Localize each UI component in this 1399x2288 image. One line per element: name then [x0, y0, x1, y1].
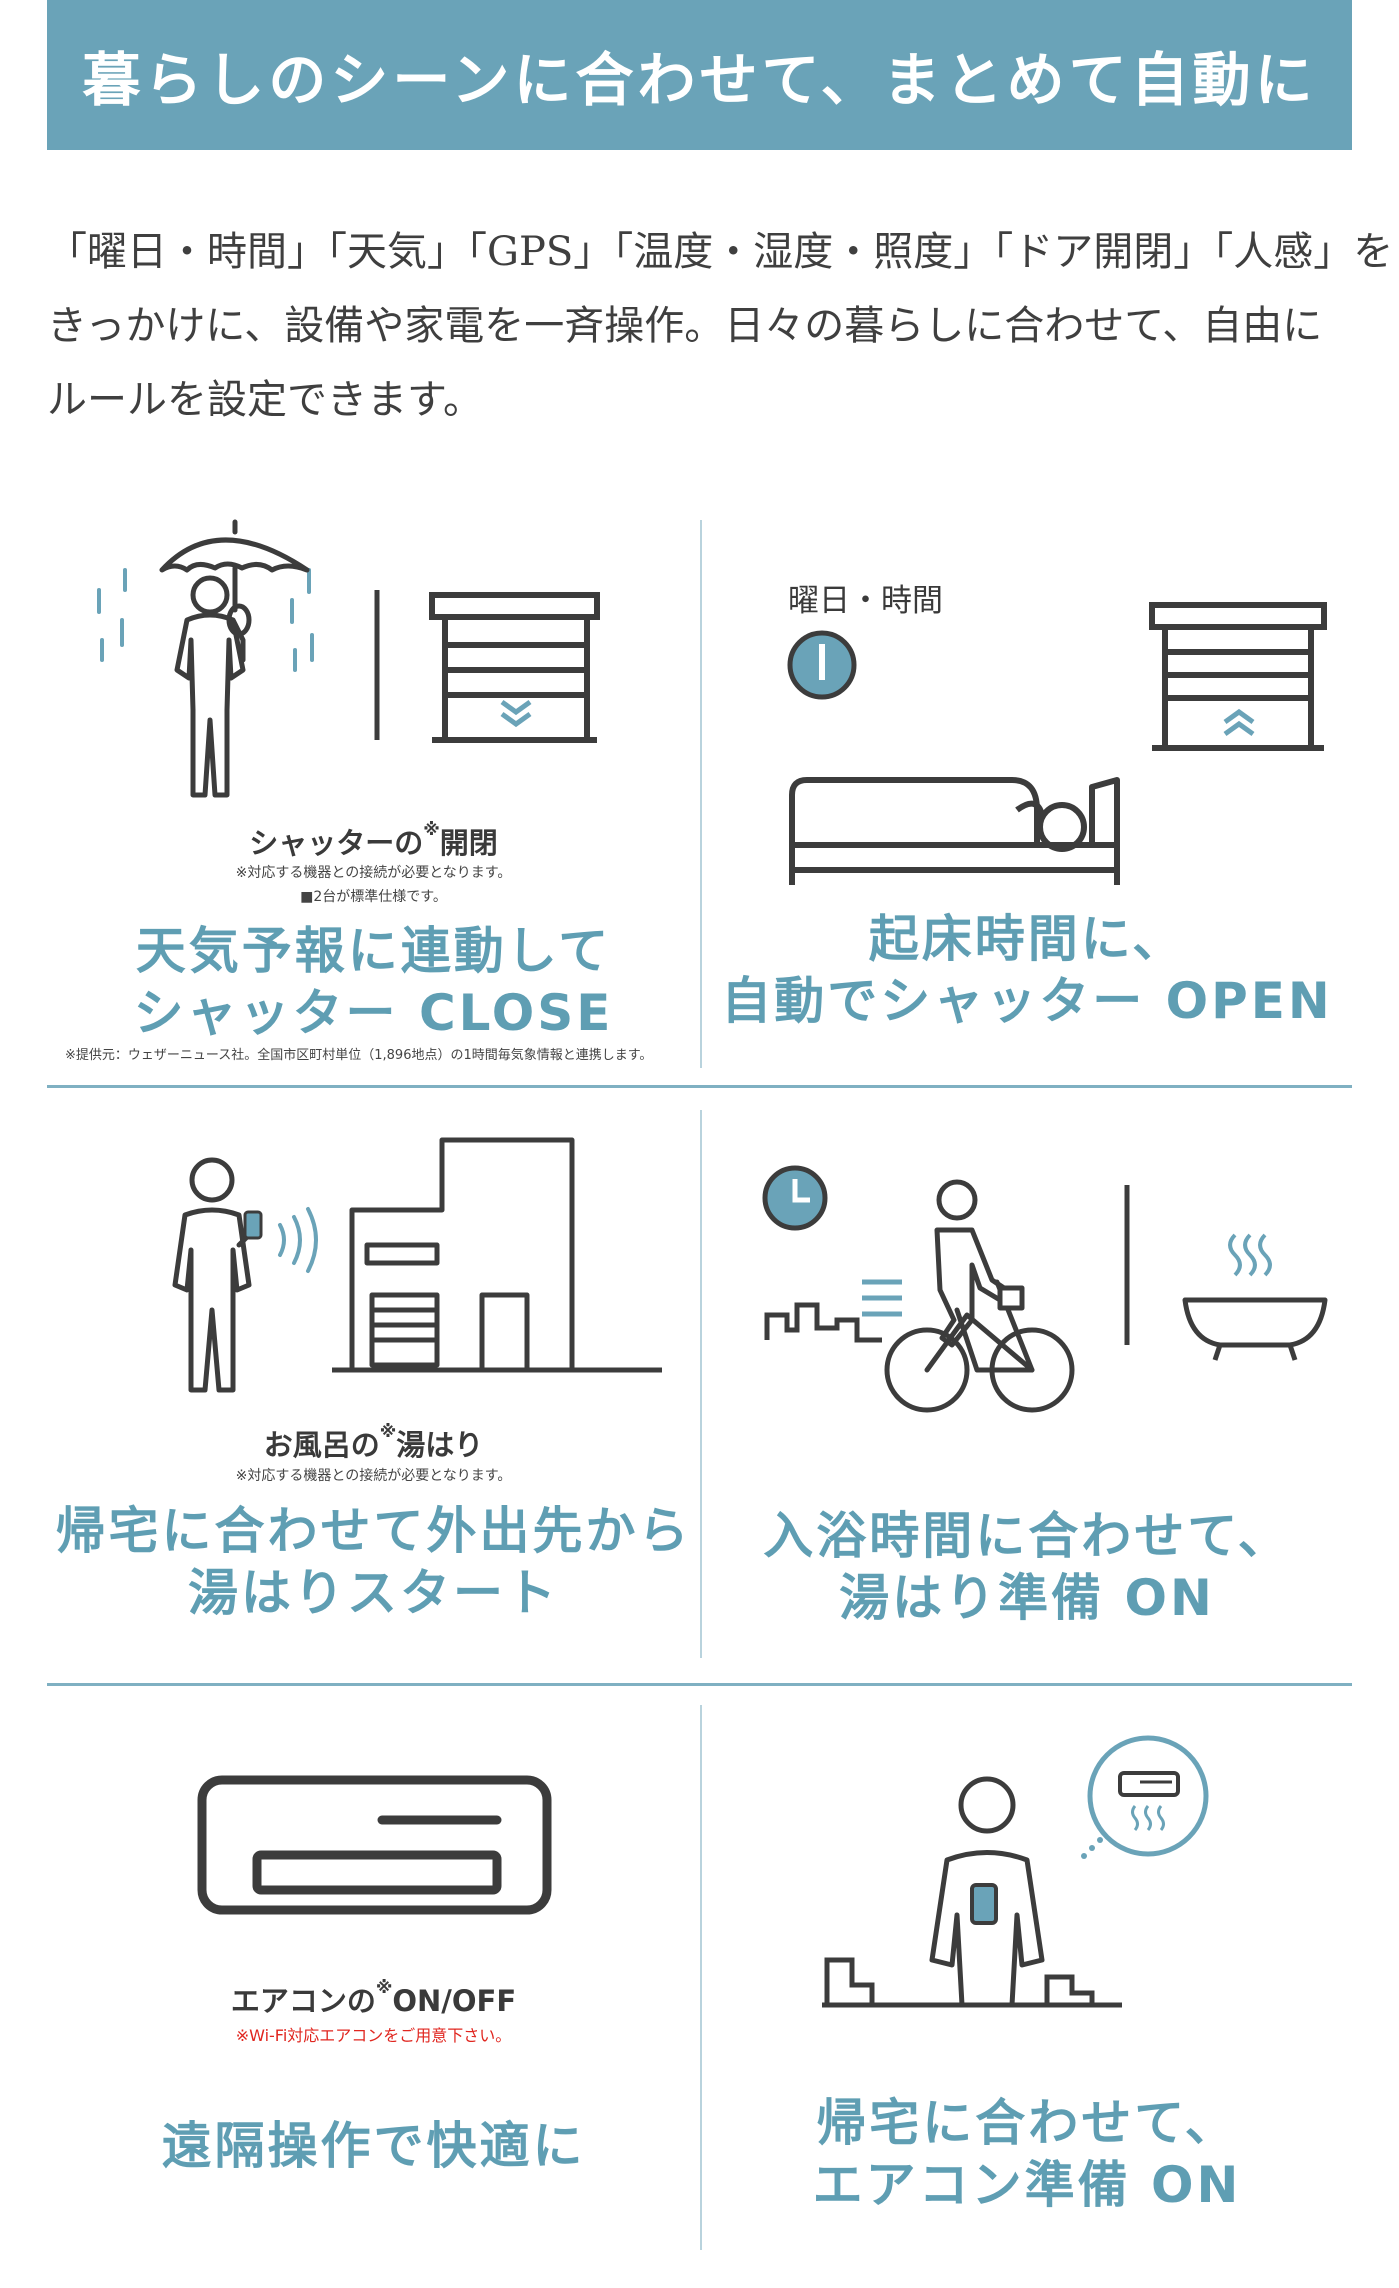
banner-title: 暮らしのシーンに合わせて、まとめて自動に — [82, 46, 1317, 114]
headline-line: エアコン準備 ON — [812, 2156, 1242, 2214]
headline-bath-time: 入浴時間に合わせて、 湯はり準備 ON — [702, 1505, 1352, 1629]
headline-line: 起床時間に、 — [868, 910, 1186, 968]
intro-text: 「曜日・時間」「天気」「GPS」「温度・湿度・照度」「ドア開閉」「人感」を きっ… — [47, 215, 1394, 437]
caption-text: ON/OFF — [392, 1984, 517, 2018]
scene-bath-remote: お風呂の※湯はり ※対応する機器との接続が必要となります。 帰宅に合わせて外出先… — [47, 1100, 700, 1680]
caption-text: エアコンの — [230, 1984, 376, 2018]
intro-line: 「曜日・時間」「天気」「GPS」「温度・湿度・照度」「ドア開閉」「人感」を — [47, 229, 1394, 275]
caption-bath: お風呂の※湯はり — [47, 1422, 700, 1464]
note-wifi: ※Wi-Fi対応エアコンをご用意下さい。 — [235, 2026, 512, 2045]
caption-mark: ※ — [375, 1978, 393, 1998]
phone-person-icon — [172, 1157, 263, 1393]
headline-line: 自動でシャッター OPEN — [721, 972, 1333, 1030]
row-divider — [47, 1085, 1352, 1088]
headline-weather: 天気予報に連動して シャッター CLOSE — [47, 920, 700, 1044]
column-divider — [700, 1705, 702, 2250]
headline-aircon: 遠隔操作で快適に — [47, 2115, 700, 2177]
air-conditioner-bubble-icon — [1081, 1735, 1209, 1859]
divider-bar — [374, 590, 380, 740]
headline-line: 天気予報に連動して — [135, 922, 612, 980]
note-connection: ※対応する機器との接続が必要となります。 — [235, 865, 512, 881]
city-icon — [764, 1279, 902, 1343]
umbrella-person-icon — [159, 519, 310, 798]
footnote-weather: ※提供元：ウェザーニュース社。全国市区町村単位（1,896地点）の1時間毎気象情… — [65, 1048, 653, 1063]
intro-line: ルールを設定できます。 — [47, 377, 483, 423]
caption-mark: ※ — [423, 820, 440, 840]
headline-line: 入浴時間に合わせて、 — [763, 1507, 1291, 1565]
scene-weather-shutter: シャッターの※開閉 ※対応する機器との接続が必要となります。 ■2台が標準仕様で… — [47, 510, 700, 1080]
note-standard: ■2台が標準仕様です。 — [300, 889, 447, 905]
headline-line: シャッター CLOSE — [133, 984, 614, 1042]
headline-wakeup: 起床時間に、 自動でシャッター OPEN — [702, 908, 1352, 1032]
rain-icon — [97, 568, 314, 672]
bathtub-icon — [1182, 1233, 1328, 1361]
row-divider — [47, 1683, 1352, 1686]
divider-bar — [1124, 1185, 1130, 1345]
trigger-label: 曜日・時間 — [788, 583, 943, 619]
column-divider — [700, 520, 702, 1068]
headline-bath-remote: 帰宅に合わせて外出先から 湯はりスタート — [47, 1500, 700, 1624]
note-connection: ※対応する機器との接続が必要となります。 — [235, 1468, 512, 1484]
scene-wakeup-shutter: 曜日・時間 起床時間に、 自動でシャッター OPEN — [702, 510, 1352, 1080]
shutter-close-icon — [429, 592, 600, 743]
headline-line: 遠隔操作で快適に — [161, 2117, 586, 2175]
caption-text: シャッターの — [249, 826, 424, 860]
bed-icon — [789, 777, 1120, 885]
section-banner: 暮らしのシーンに合わせて、まとめて自動に — [47, 0, 1352, 150]
intro-line: きっかけに、設備や家電を一斉操作。日々の暮らしに合わせて、自由に — [47, 303, 1323, 349]
shutter-open-icon — [1149, 602, 1327, 751]
caption-text: お風呂の — [263, 1428, 380, 1462]
column-divider — [700, 1110, 702, 1658]
scene-bath-time: 入浴時間に合わせて、 湯はり準備 ON — [702, 1100, 1352, 1680]
scene-aircon-remote: エアコンの※ON/OFF ※Wi-Fi対応エアコンをご用意下さい。 遠隔操作で快… — [47, 1700, 700, 2260]
caption-shutter: シャッターの※開閉 — [47, 820, 700, 862]
headline-line: 湯はり準備 ON — [839, 1569, 1215, 1627]
scene-aircon-home: 帰宅に合わせて、 エアコン準備 ON — [702, 1700, 1352, 2260]
house-icon — [332, 1137, 662, 1373]
headline-line: 帰宅に合わせて、 — [816, 2094, 1238, 2152]
headline-line: 湯はりスタート — [188, 1564, 559, 1622]
clock-icon — [762, 1165, 828, 1231]
caption-text: 湯はり — [396, 1428, 484, 1462]
caption-text: 開閉 — [439, 826, 498, 860]
phone-person-icon — [929, 1776, 1045, 2008]
clock-icon — [787, 630, 857, 700]
signal-icon — [278, 1207, 318, 1273]
cyclist-icon — [884, 1179, 1075, 1413]
air-conditioner-icon — [197, 1775, 552, 1915]
caption-aircon: エアコンの※ON/OFF — [47, 1978, 700, 2020]
caption-mark: ※ — [379, 1422, 397, 1442]
headline-aircon-home: 帰宅に合わせて、 エアコン準備 ON — [702, 2092, 1352, 2216]
headline-line: 帰宅に合わせて外出先から — [55, 1502, 692, 1560]
